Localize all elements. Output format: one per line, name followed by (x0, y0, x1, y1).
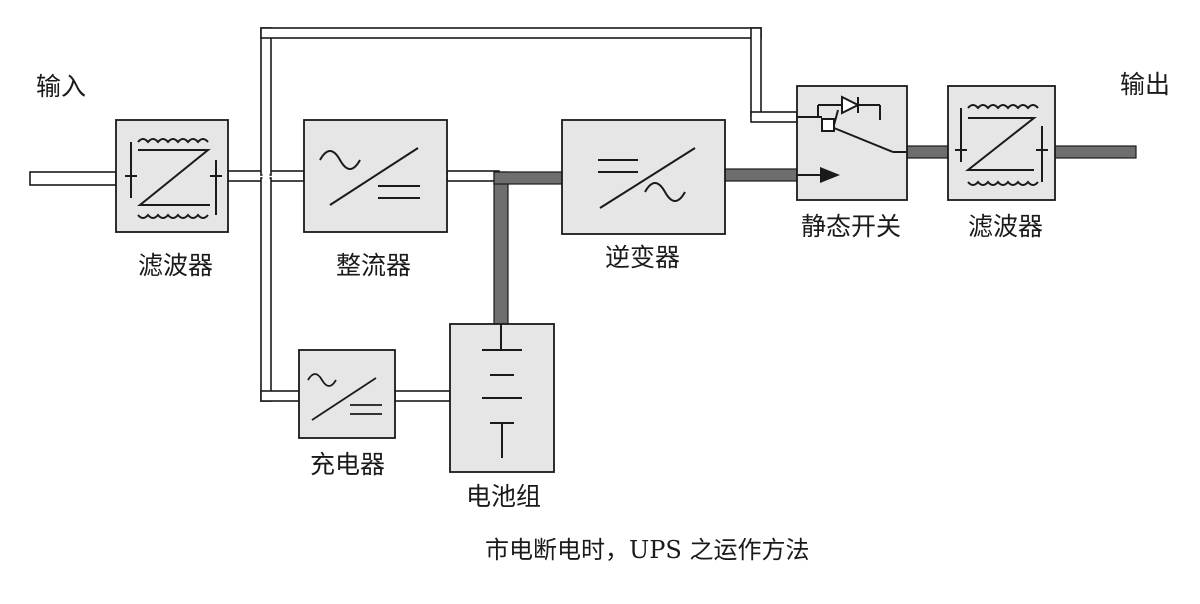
output-line (1054, 145, 1137, 159)
input-label: 输入 (36, 72, 87, 101)
bypass-line-vertical-left (260, 27, 272, 176)
join-charger-corner (262, 392, 270, 400)
output-label: 输出 (1120, 70, 1171, 99)
inverter-to-switch (724, 168, 798, 182)
ac-dc-icon (319, 147, 420, 206)
join-bypass-top-left (262, 29, 270, 37)
charger-feed-vertical (260, 177, 272, 402)
input-filter-label: 滤波器 (138, 251, 214, 280)
join-bypass-top-right (752, 29, 760, 37)
join-bypass-switch (752, 113, 760, 121)
bypass-line-top (260, 27, 762, 39)
pipe-joins (262, 29, 760, 400)
battery-riser (493, 171, 509, 325)
charger-block (298, 349, 396, 439)
charger-to-battery-line (394, 390, 451, 402)
filter-z-icon (955, 104, 1048, 186)
static-switch-label: 静态开关 (801, 212, 902, 241)
inverter-box (561, 119, 726, 235)
ac-dc-icon (307, 373, 382, 421)
switch-to-filter (906, 145, 949, 159)
filter-z-icon (125, 138, 222, 219)
rectifier-block (303, 119, 448, 233)
bypass-line-vertical-right (750, 27, 762, 117)
output-filter-label: 滤波器 (968, 212, 1044, 241)
rectifier-to-junction-line (446, 170, 500, 182)
output-filter-block (947, 85, 1056, 201)
thyristor-switch-icon (797, 95, 907, 183)
dc-ac-icon (598, 147, 696, 209)
charger-box (298, 349, 396, 439)
battery-block (449, 323, 555, 473)
diagram-caption: 市电断电时，UPS 之运作方法 (485, 536, 810, 564)
input-filter-block (115, 119, 229, 233)
join-vertical-seam (262, 170, 270, 182)
junction-to-inverter (493, 171, 563, 185)
input-line (29, 171, 117, 186)
inverter-block (561, 119, 726, 235)
battery-icon (482, 324, 522, 458)
rectifier-label: 整流器 (336, 251, 412, 280)
battery-label: 电池组 (466, 482, 542, 511)
inverter-label: 逆变器 (605, 243, 681, 272)
charger-label: 充电器 (310, 450, 386, 479)
static-switch-block (796, 85, 908, 201)
